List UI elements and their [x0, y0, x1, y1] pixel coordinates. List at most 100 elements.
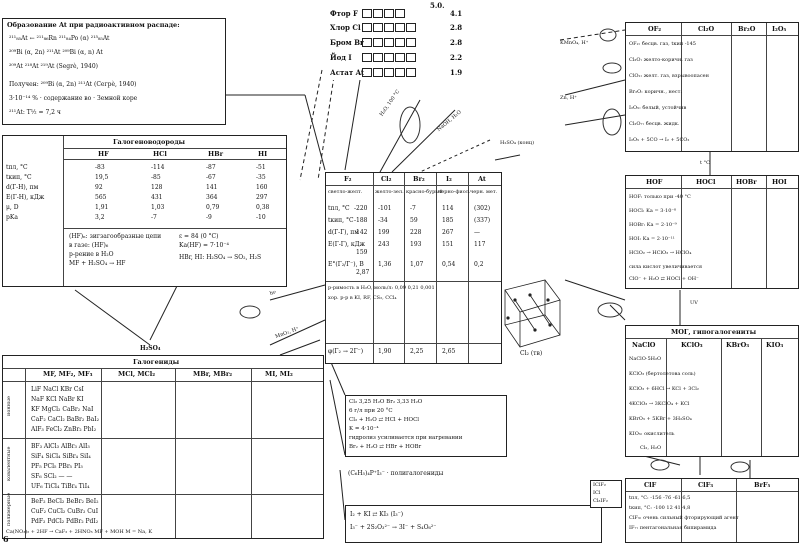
hydrogen-halides-box: Галогеноводороды HF HCl HBr HI tпл, °C -…: [2, 135, 287, 287]
interhalogens-box: ClF ClF₃ BrF₅ tпл, °C: -156 -76 -61 6,5 …: [625, 478, 799, 543]
solution-line: 6 г/л при 20 °C: [349, 408, 393, 414]
col-header: MBr, MBr₂: [193, 370, 233, 378]
col-header: ClF₃: [698, 481, 714, 489]
oxoacid-line: HOBr: Ka = 2·10⁻⁹: [629, 222, 677, 228]
orbital-boxes: [362, 23, 417, 32]
col-header: F₂: [344, 175, 352, 183]
solubility-note: р-римость в H₂O, моль/л: 0,09 0,21 0,001: [328, 285, 435, 291]
cell: 19,5: [95, 174, 109, 181]
col-header: Cl₂O: [698, 25, 715, 33]
element-name-cl: Хлор Cl: [330, 23, 361, 32]
cell: 159: [356, 249, 368, 256]
halide-row: KF MgCl₂ CaBr₂ NaI: [31, 406, 94, 413]
row-label: μ, D: [6, 204, 19, 211]
halate-line: NaClO·5H₂O: [629, 356, 662, 362]
cell: 193: [410, 241, 422, 248]
oxide-line: I₂O₅: белый, устойчив: [629, 105, 687, 111]
element-value-at: 1.9: [450, 68, 463, 77]
row-label: tкип, °C: [328, 217, 354, 224]
metal-halides-footer: Ca(NO₃)₂ + 2HF → CaF₂ + 2HNO₃ MF + MOH M…: [6, 529, 153, 535]
oxoacid-line: HOI: Ka = 2·10⁻¹¹: [629, 236, 675, 242]
col-header: KClO₃: [681, 341, 703, 349]
cell: 0,79: [206, 204, 220, 211]
halates-title: MOГ, гипогалогениты: [671, 328, 757, 336]
solutions-box: Cl₂ 3,25 H₂O Br₂ 3,33 H₂O 6 г/л при 20 °…: [345, 395, 507, 457]
halide-row: BF₃ AlCl₃ AlBr₃ AlI₃: [31, 443, 90, 450]
orbital-boxes: [362, 38, 417, 47]
hh-note: (HF)ₙ: зигзагообразные цепи: [69, 233, 162, 240]
halate-line: KClO₃ (бертолетова соль): [629, 371, 696, 377]
cell: 0,54: [442, 261, 456, 268]
halide-row: CuF₂ CuCl₂ CuBr₂ CuI: [31, 508, 99, 515]
cell: -9: [206, 214, 212, 221]
oxoacid-line: HOCl: Ka = 3·10⁻⁸: [629, 208, 677, 214]
cell: 151: [442, 241, 454, 248]
cell: 185: [442, 217, 454, 224]
cell: 160: [256, 184, 268, 191]
cell: черно-фиол.: [438, 189, 471, 195]
formation-line: ²¹¹₈₅At ← ²¹¹₈₆Rn ²¹¹₈₄Po (α) ²¹⁵₈₅At: [9, 35, 110, 42]
cell: 228: [410, 229, 422, 236]
cell: -220: [354, 205, 368, 212]
cell: 364: [206, 194, 218, 201]
solution-line: Br₂ + H₂O ⇄ HBr + HOBr: [349, 444, 422, 450]
cell: 92: [95, 184, 103, 191]
hh-note: ε = 84 (0 °C): [179, 233, 219, 240]
col-header: Br₂: [413, 175, 425, 183]
halogen-properties-table: F₂ Cl₂ Br₂ I₂ At светло-желт. желто-зел.…: [325, 172, 502, 364]
formation-line: Получен: ²⁰⁹Bi (α, 2n) ²¹¹At (Сегрè, 194…: [9, 81, 137, 88]
cell: 3,2: [95, 214, 105, 221]
col-header: HBr: [208, 150, 224, 158]
halide-row: SF₆ SCl₂ — —: [31, 473, 73, 480]
solution-line: Cl₂ + H₂O ⇄ HCl + HOCl: [349, 417, 420, 423]
formation-box: Образование At при радиоактивном распаде…: [2, 18, 226, 125]
col-header: BrF₅: [754, 481, 771, 489]
halate-line: 4KClO₃ → 3KClO₄ + KCl: [629, 401, 690, 407]
element-value-cl: 2.8: [450, 23, 463, 32]
arrow-label: H₂SO₄ (конц): [500, 140, 535, 146]
col-header: HOF: [646, 178, 663, 186]
col-header: KIO₃: [766, 341, 784, 349]
col-header: MCl, MCl₂: [118, 370, 156, 378]
row-label: E(Г-Г), кДж: [328, 241, 365, 248]
cell: -188: [354, 217, 368, 224]
element-value-i: 2.2: [450, 53, 463, 62]
oxide-line: Cl₂O₇: бесцв. жидк.: [629, 121, 680, 127]
solution-line: K = 4·10⁻⁴: [349, 426, 379, 432]
cell: 1,91: [95, 204, 109, 211]
row-label: E(Г-Н), кДж: [6, 194, 45, 201]
solution-line: гидролиз усиливается при нагревании: [349, 435, 463, 441]
row-label: tкип, °C: [6, 174, 32, 181]
hh-reaction: HBr, HI: H₂SO₄ → SO₂, H₂S: [179, 254, 262, 261]
cell: -51: [256, 164, 266, 171]
cell: -35: [256, 174, 266, 181]
cell: 565: [95, 194, 107, 201]
oxides-box: OF₂ Cl₂O Br₂O I₂O₅ OF₂: бесцв. газ, tкип…: [625, 22, 799, 152]
row-label: E°(Г₂/Г⁻), В: [328, 261, 364, 268]
cell: 117: [474, 241, 486, 248]
cell: 267: [442, 229, 454, 236]
oxide-line: Cl₂O: желто-коричн. газ: [629, 57, 693, 63]
col-header: Br₂O: [738, 25, 756, 33]
col-header: Cl₂: [381, 175, 392, 183]
section-label: полимерные: [6, 492, 12, 526]
cell: (337): [474, 217, 491, 224]
halate-line: KBrO₃ + 5KBr + 3H₂SO₄: [629, 416, 692, 422]
cell: -101: [378, 205, 392, 212]
element-legend: 5.0. Фтор F 4.1 Хлор Cl 2.8 Бром Br 2.8 …: [330, 2, 470, 80]
cell: 0,2: [474, 261, 484, 268]
cell: 1,03: [151, 204, 165, 211]
formation-line: ²¹¹At: T½ = 7,2 ч: [9, 109, 61, 116]
halates-box: MOГ, гипогалогениты NaClO KClO₃ KBrO₃ KI…: [625, 325, 799, 457]
cell: -7: [410, 205, 416, 212]
hh-note: в газе: (HF)₆: [69, 242, 109, 249]
arrow-label: Cl₂, H₂O: [640, 445, 662, 451]
compounds-note: хор. р-р в KI, RF, CS₂, CCl₄: [328, 295, 397, 301]
row-label: d(Г-Г), пм: [328, 229, 359, 236]
orbital-boxes: [362, 9, 406, 18]
oxoacid-line: HOF: только при -40 °C: [629, 194, 691, 200]
oxide-line: ClO₂: желт. газ, взрывоопасен: [629, 73, 709, 79]
cell: красно-бурый: [406, 189, 443, 195]
halide-row: NaF KCl NaBr KI: [31, 396, 84, 403]
